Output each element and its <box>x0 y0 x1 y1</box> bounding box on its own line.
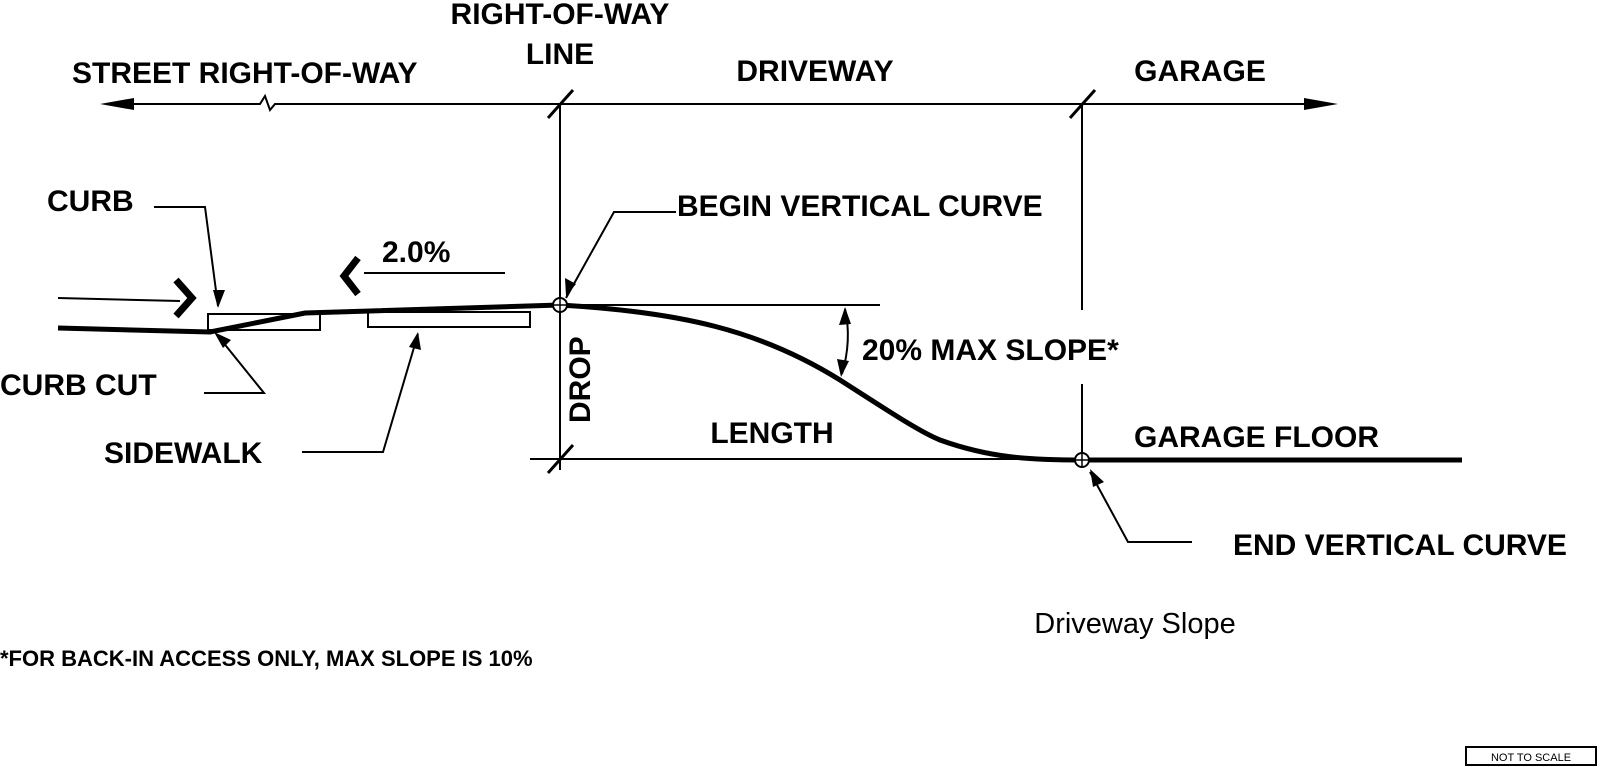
flow-line <box>57 297 181 302</box>
curb <box>207 313 321 331</box>
sidewalk <box>367 311 531 328</box>
figure-caption: Driveway Slope <box>1034 608 1235 640</box>
garage-label: GARAGE <box>1134 55 1266 88</box>
end-vc-leader <box>1089 471 1192 543</box>
street-right-of-way-label: STREET RIGHT-OF-WAY <box>72 57 418 90</box>
garage-floor-label: GARAGE FLOOR <box>1134 421 1379 454</box>
row-tick-top <box>546 89 575 119</box>
end-vertical-curve-label: END VERTICAL CURVE <box>1233 529 1567 562</box>
top-dimension-line <box>128 93 1310 112</box>
scale-note-box <box>1465 746 1597 766</box>
scale-note: NOT TO SCALE <box>1491 752 1571 764</box>
right-of-way-label-line1: RIGHT-OF-WAY <box>451 0 670 31</box>
slope-chevron-icon <box>339 255 361 297</box>
curb-label: CURB <box>47 185 134 218</box>
curb-leader <box>154 206 219 307</box>
drop-label: DROP <box>564 336 597 423</box>
street-surface <box>57 302 561 335</box>
driveway-vertical-curve <box>559 302 1462 463</box>
flow-chevron-icon <box>173 277 197 319</box>
driveway-label: DRIVEWAY <box>736 55 893 88</box>
right-arrowhead <box>1304 98 1338 110</box>
garage-tick-top <box>1068 89 1097 119</box>
sidewalk-label: SIDEWALK <box>104 437 263 470</box>
footnote: *FOR BACK-IN ACCESS ONLY, MAX SLOPE IS 1… <box>0 646 533 671</box>
max-slope-label: 20% MAX SLOPE* <box>862 334 1119 367</box>
left-arrowhead <box>100 98 134 110</box>
length-label: LENGTH <box>710 417 833 450</box>
curb-cut-label: CURB CUT <box>0 369 157 402</box>
begin-vertical-curve-label: BEGIN VERTICAL CURVE <box>677 190 1043 223</box>
begin-vc-leader <box>565 211 676 299</box>
sidewalk-leader <box>302 333 419 453</box>
slope-arc-arrowhead <box>839 307 851 325</box>
right-of-way-label-line2: LINE <box>526 38 594 71</box>
curb-cut-leader <box>204 335 267 394</box>
slope-percent-label: 2.0% <box>382 236 450 269</box>
